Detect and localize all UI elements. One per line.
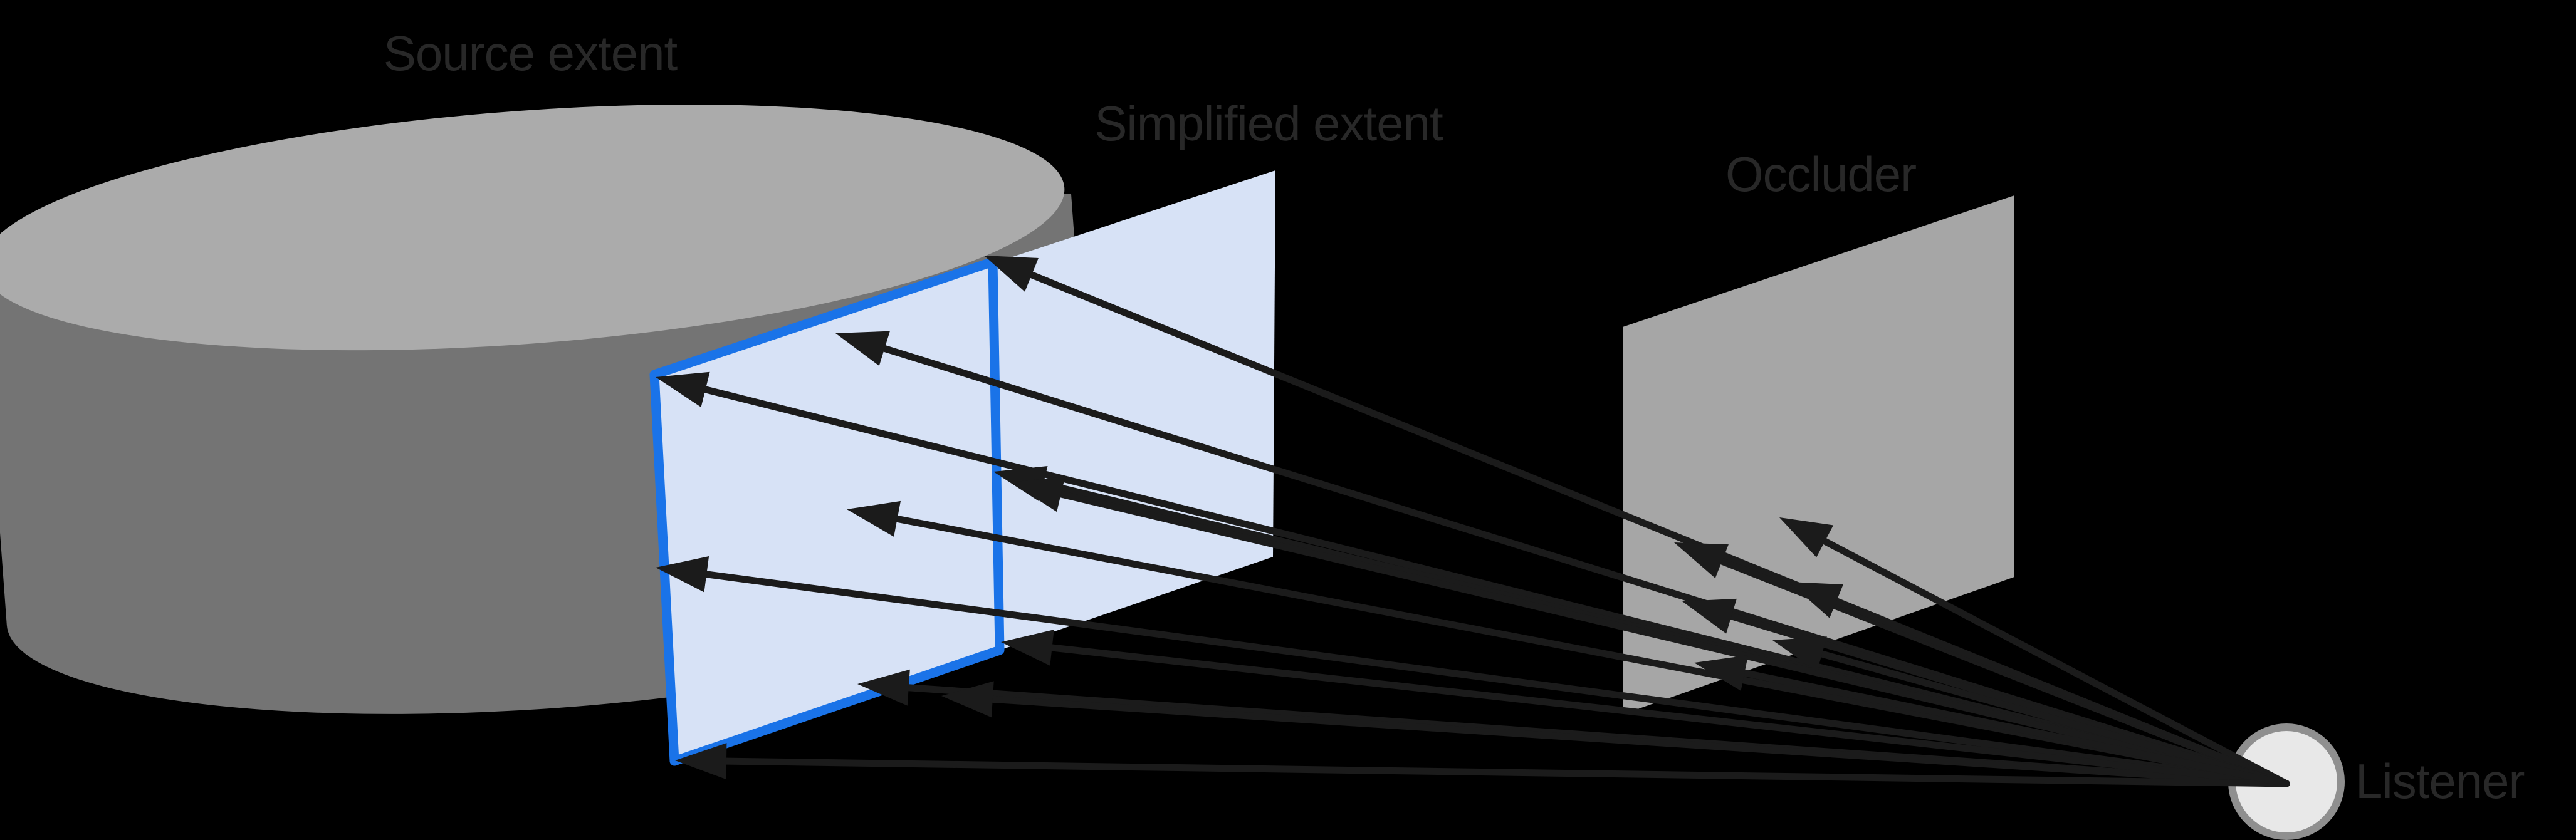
ray-to-extent <box>656 556 2290 787</box>
occluder-panel <box>1623 195 2014 714</box>
ray-line <box>1818 650 2290 787</box>
ray-arrowhead <box>1789 582 1843 618</box>
ray-layer <box>656 256 2290 787</box>
label-listener: Listener <box>2355 754 2525 809</box>
cylinder-top-face <box>0 105 1065 351</box>
ray-line <box>1833 598 2290 787</box>
ray-line <box>989 695 2290 787</box>
simplified-extent-plane <box>654 170 1275 761</box>
ray-arrowhead <box>984 256 1039 292</box>
label-occluder: Occluder <box>1725 147 1916 202</box>
ray-to-extent <box>1001 630 2290 787</box>
ray-line <box>1057 490 2290 787</box>
ray-arrowhead <box>1682 598 1737 634</box>
ray-arrowhead <box>656 371 710 407</box>
ray-line <box>703 571 2290 787</box>
ray-line <box>1741 669 2290 787</box>
ray-arrowhead <box>847 500 901 537</box>
ray-to-extent <box>1011 476 2290 787</box>
ray-arrowhead <box>941 681 994 718</box>
ray-arrowhead <box>1001 630 1054 666</box>
ray-arrowhead <box>675 743 727 780</box>
ray-arrowhead <box>857 669 910 706</box>
ray-line <box>1821 537 2290 787</box>
ray-to-extent <box>941 681 2290 787</box>
ray-to-extent <box>675 743 2290 787</box>
ray-arrowhead <box>1779 517 1834 557</box>
ray-to-occluder <box>1694 655 2290 787</box>
ray-arrowhead <box>835 331 890 366</box>
ray-arrowhead <box>1772 636 1827 671</box>
ray-arrowhead <box>1674 542 1729 579</box>
label-source-extent: Source extent <box>384 26 678 81</box>
ray-arrowhead <box>656 556 709 593</box>
ray-to-occluder <box>1779 517 2290 787</box>
ray-to-occluder <box>1789 582 2290 787</box>
ray-arrowhead <box>1694 655 1749 691</box>
label-simplified-extent: Simplified extent <box>1094 96 1443 151</box>
simplified-extent-outline <box>649 257 1005 766</box>
ray-line <box>1049 644 2290 787</box>
ray-arrowhead <box>1011 476 1065 512</box>
ray-to-occluder <box>1772 636 2290 787</box>
ray-line <box>723 757 2290 787</box>
